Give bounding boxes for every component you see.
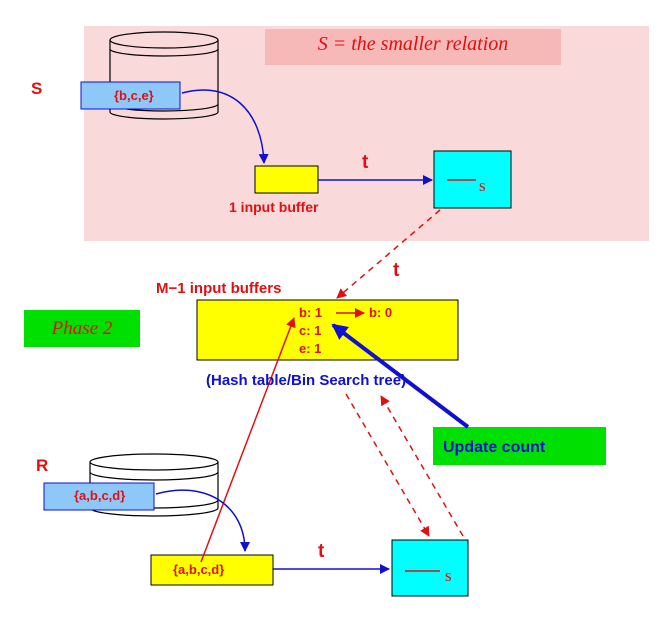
r-output-box (391, 539, 469, 597)
output-to-hash-dashed-arrow (380, 395, 464, 537)
s-t-label: t (362, 152, 369, 173)
hash-to-output-dashed-arrow (345, 393, 430, 537)
phase-2-box (24, 310, 140, 347)
s-input-buffer (254, 165, 319, 194)
entry-b-updated: b: 0 (369, 305, 393, 320)
s-read-arrow (181, 89, 269, 164)
r-read-arrow (155, 489, 250, 552)
s-tuple-text: {b,c,e} (114, 88, 154, 103)
s-tuple-box (80, 81, 181, 110)
r-tuple-box (43, 482, 155, 511)
middle-t-label: t (393, 260, 400, 281)
relation-r-label: R (36, 456, 49, 475)
entry-e: e: 1 (299, 341, 322, 356)
hash-table-box (196, 299, 459, 361)
update-count-box (433, 427, 606, 465)
relation-s-label: S (31, 79, 43, 98)
s-buffer-label: 1 input buffer (229, 199, 319, 215)
buffers-label: M−1 input buffers (156, 280, 282, 297)
s-to-hash-dashed-arrow (336, 209, 441, 299)
s-output-sub: s (479, 176, 486, 195)
probe-arrow (200, 317, 296, 563)
entry-b: b: 1 (299, 305, 323, 320)
entry-c: c: 1 (299, 323, 322, 338)
structure-label: (Hash table/Bin Search tree) (206, 372, 407, 389)
update-count-label: Update count (443, 439, 546, 456)
disk-s-icon (109, 31, 219, 120)
title-text: S = the smaller relation (317, 33, 509, 55)
r-tuple-text: {a,b,c,d} (74, 488, 126, 503)
r-input-buffer (150, 554, 274, 586)
phase-2-label: Phase 2 (51, 318, 113, 339)
title-box (265, 29, 561, 65)
r-output-sub: s (445, 566, 452, 585)
r-t-label: t (318, 541, 325, 562)
r-buffer-tuple: {a,b,c,d} (173, 562, 225, 577)
update-count-arrow (331, 323, 470, 429)
